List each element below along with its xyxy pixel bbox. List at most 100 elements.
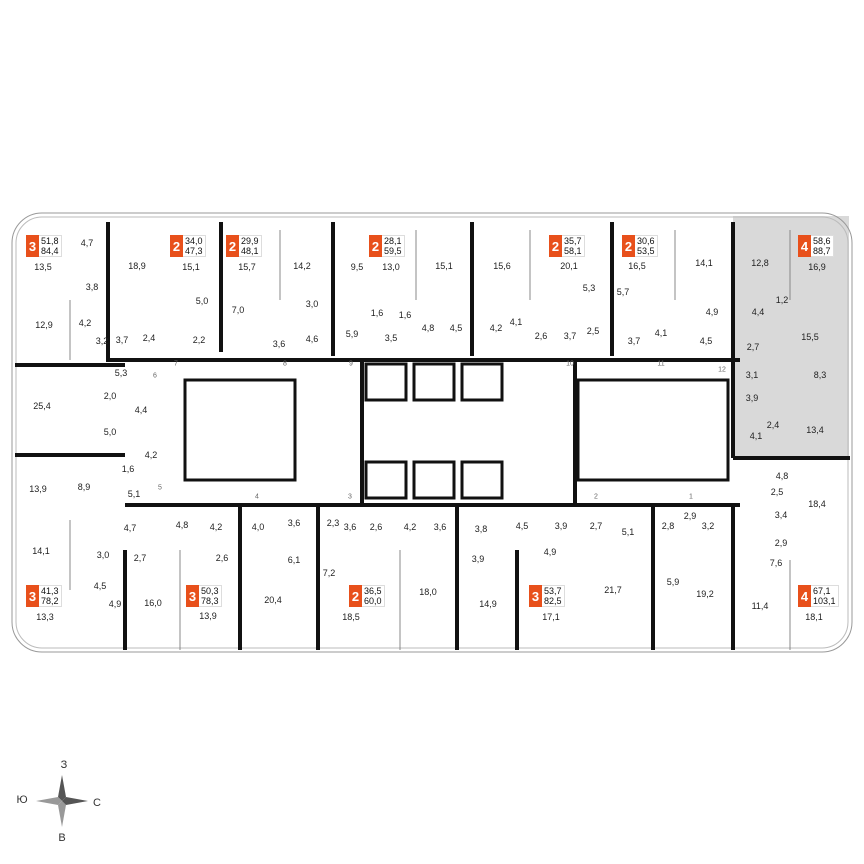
room-area-label: 1,6 [121,464,135,474]
room-area-label: 13,3 [36,612,54,622]
room-area-label: 16,9 [808,262,826,272]
room-area-label: 4,8 [421,323,435,333]
room-count: 2 [349,585,362,607]
room-area-label: 5,7 [616,287,630,297]
room-area-label: 15,1 [435,261,453,271]
room-area-label: 3,5 [384,333,398,343]
room-area-label: 2,2 [192,335,206,345]
total-area: 88,7 [813,246,831,256]
room-area-label: 2,6 [534,331,548,341]
room-area-label: 4,4 [134,405,148,415]
total-area: 48,1 [241,246,259,256]
room-area-label: 4,1 [654,328,668,338]
room-area-label: 18,5 [342,612,360,622]
room-area-label: 5,0 [103,427,117,437]
room-area-label: 5,0 [195,296,209,306]
compass-north-label: З [60,759,68,771]
room-area-label: 13,5 [34,262,52,272]
room-area-label: 2,6 [215,553,229,563]
compass-east-label: С [93,797,101,809]
room-area-label: 2,9 [774,538,788,548]
living-area: 58,6 [813,236,831,246]
entrance-number: 3 [348,493,352,501]
living-area: 35,7 [564,236,582,246]
room-count: 3 [26,585,39,607]
room-area-label: 2,5 [770,487,784,497]
compass [36,775,88,827]
room-area-label: 8,9 [77,482,91,492]
room-area-label: 3,2 [701,521,715,531]
room-area-label: 5,1 [621,527,635,537]
walls [15,222,850,650]
room-area-label: 4,8 [775,471,789,481]
total-area: 58,1 [564,246,582,256]
room-area-label: 18,4 [808,499,826,509]
living-area: 53,7 [544,586,562,596]
entrance-number: 8 [283,360,287,368]
room-area-label: 4,2 [403,522,417,532]
total-area: 84,4 [41,246,59,256]
room-count: 3 [529,585,542,607]
room-area-label: 4,4 [751,307,765,317]
room-area-label: 4,2 [209,522,223,532]
entrance-number: 2 [594,493,598,501]
elevator-core [183,362,730,500]
room-area-label: 4,2 [144,450,158,460]
room-area-label: 3,6 [272,339,286,349]
entrance-number: 12 [718,366,726,374]
room-area-label: 4,0 [251,522,265,532]
room-area-label: 4,7 [123,523,137,533]
room-area-label: 2,8 [661,521,675,531]
room-area-label: 2,7 [133,553,147,563]
room-area-label: 15,6 [493,261,511,271]
room-area-label: 3,6 [343,522,357,532]
total-area: 78,3 [201,596,219,606]
total-area: 53,5 [637,246,655,256]
room-area-label: 14,9 [479,599,497,609]
room-area-label: 14,1 [695,258,713,268]
room-area-label: 16,5 [628,261,646,271]
entrance-number: 10 [566,360,574,368]
room-count: 3 [26,235,39,257]
room-area-label: 3,8 [474,524,488,534]
room-area-label: 1,6 [370,308,384,318]
room-area-label: 4,6 [305,334,319,344]
room-area-label: 4,8 [175,520,189,530]
room-area-label: 15,5 [801,332,819,342]
room-area-label: 15,1 [182,262,200,272]
room-area-label: 3,0 [305,299,319,309]
total-area: 59,5 [384,246,402,256]
room-area-label: 5,1 [127,489,141,499]
room-area-label: 16,0 [144,598,162,608]
room-area-label: 4,9 [108,599,122,609]
room-area-label: 2,7 [746,342,760,352]
entrance-number: 4 [255,493,259,501]
room-area-label: 3,6 [287,518,301,528]
compass-south-label: В [58,832,66,844]
room-area-label: 2,0 [103,391,117,401]
room-area-label: 13,4 [806,425,824,435]
room-area-label: 3,9 [745,393,759,403]
room-area-label: 21,7 [604,585,622,595]
